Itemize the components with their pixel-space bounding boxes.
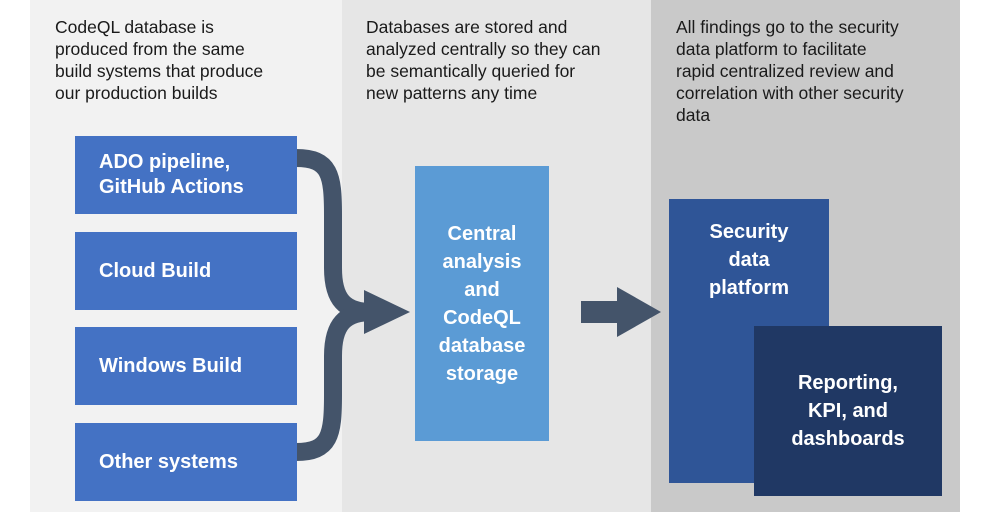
central-storage-caption: Databases are stored and analyzed centra…	[366, 17, 601, 103]
security-platform-caption: All findings go to the security data pla…	[676, 17, 904, 125]
bracket-lower-curve	[295, 303, 373, 461]
central-analysis-box: Central analysis and CodeQL database sto…	[415, 166, 549, 441]
merge-bracket	[295, 149, 373, 461]
arrow-to-security	[581, 287, 661, 337]
source-windows-build: Windows Build	[75, 327, 297, 405]
build-systems-caption: CodeQL database is produced from the sam…	[55, 17, 264, 103]
source-other-systems: Other systems	[75, 423, 297, 501]
source-cloud-build: Cloud Build	[75, 232, 297, 310]
source-ado-pipeline: ADO pipeline, GitHub Actions	[75, 136, 297, 214]
arrow-to-central	[364, 290, 410, 334]
reporting-dashboards-box: Reporting, KPI, and dashboards	[754, 326, 942, 496]
bracket-upper-curve	[295, 149, 373, 321]
